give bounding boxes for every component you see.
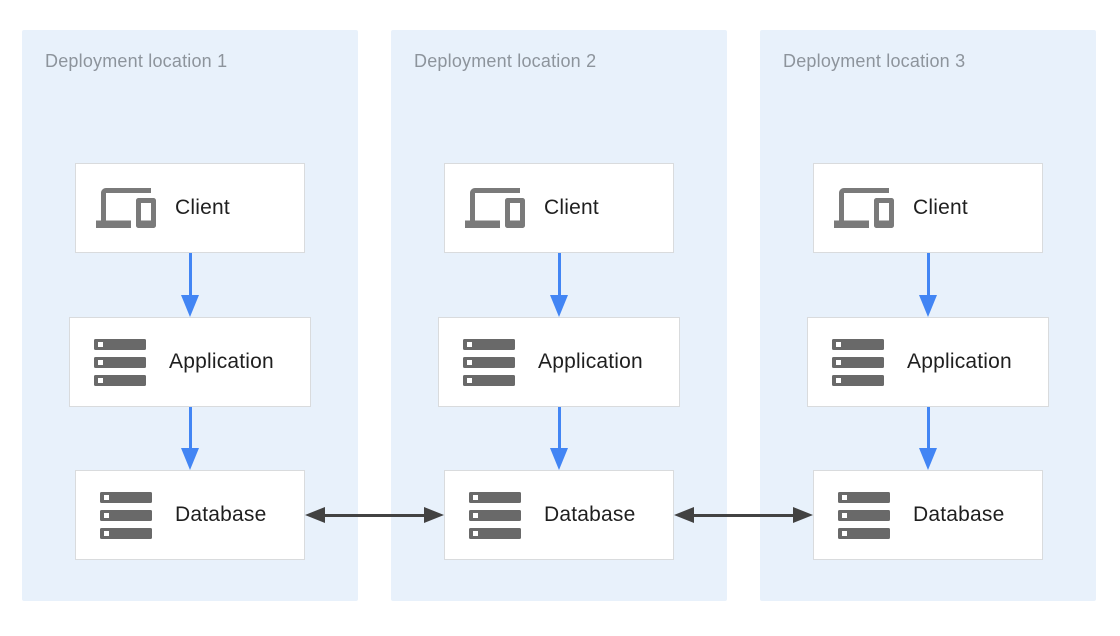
server-stack-icon <box>70 338 169 386</box>
arrow-head-down-icon <box>550 295 568 317</box>
node-label: Application <box>538 350 643 373</box>
replication-arrow-db1-db2 <box>305 507 444 523</box>
arrow-shaft <box>557 253 561 295</box>
server-stack-icon <box>439 338 538 386</box>
arrow-shaft <box>926 253 930 295</box>
arrow-shaft <box>325 513 424 517</box>
node-label: Database <box>913 503 1005 526</box>
arrow-head-down-icon <box>919 295 937 317</box>
node-label: Database <box>175 503 267 526</box>
flow-arrow-application-to-database <box>181 407 199 470</box>
arrow-head-right-icon <box>424 507 444 523</box>
flow-arrow-client-to-application <box>181 253 199 317</box>
node-label: Application <box>169 350 274 373</box>
deployment-location-1-panel: Deployment location 1 Client Application <box>22 30 358 601</box>
arrow-shaft <box>694 513 793 517</box>
arrow-head-left-icon <box>305 507 325 523</box>
application-node: Application <box>807 317 1049 407</box>
flow-arrow-client-to-application <box>550 253 568 317</box>
node-label: Application <box>907 350 1012 373</box>
application-node: Application <box>69 317 311 407</box>
devices-icon <box>814 183 913 233</box>
replication-arrow-db2-db3 <box>674 507 813 523</box>
server-stack-icon <box>445 491 544 539</box>
server-stack-icon <box>76 491 175 539</box>
arrow-head-left-icon <box>674 507 694 523</box>
arrow-shaft <box>557 407 561 448</box>
arrow-shaft <box>188 407 192 448</box>
panel-title: Deployment location 1 <box>45 51 228 71</box>
flow-arrow-client-to-application <box>919 253 937 317</box>
client-node: Client <box>813 163 1043 253</box>
devices-icon <box>76 183 175 233</box>
application-node: Application <box>438 317 680 407</box>
arrow-head-right-icon <box>793 507 813 523</box>
arrow-head-down-icon <box>550 448 568 470</box>
database-node: Database <box>813 470 1043 560</box>
node-label: Client <box>544 196 599 219</box>
deployment-location-2-panel: Deployment location 2 Client Application <box>391 30 727 601</box>
panel-title: Deployment location 2 <box>414 51 597 71</box>
server-stack-icon <box>808 338 907 386</box>
arrow-shaft <box>926 407 930 448</box>
panel-title: Deployment location 3 <box>783 51 966 71</box>
arrow-head-down-icon <box>181 295 199 317</box>
server-stack-icon <box>814 491 913 539</box>
arrow-head-down-icon <box>181 448 199 470</box>
client-node: Client <box>444 163 674 253</box>
flow-arrow-application-to-database <box>919 407 937 470</box>
node-label: Client <box>175 196 230 219</box>
flow-arrow-application-to-database <box>550 407 568 470</box>
node-label: Client <box>913 196 968 219</box>
database-node: Database <box>444 470 674 560</box>
deployment-location-3-panel: Deployment location 3 Client Application <box>760 30 1096 601</box>
arrow-head-down-icon <box>919 448 937 470</box>
database-node: Database <box>75 470 305 560</box>
arrow-shaft <box>188 253 192 295</box>
node-label: Database <box>544 503 636 526</box>
devices-icon <box>445 183 544 233</box>
client-node: Client <box>75 163 305 253</box>
